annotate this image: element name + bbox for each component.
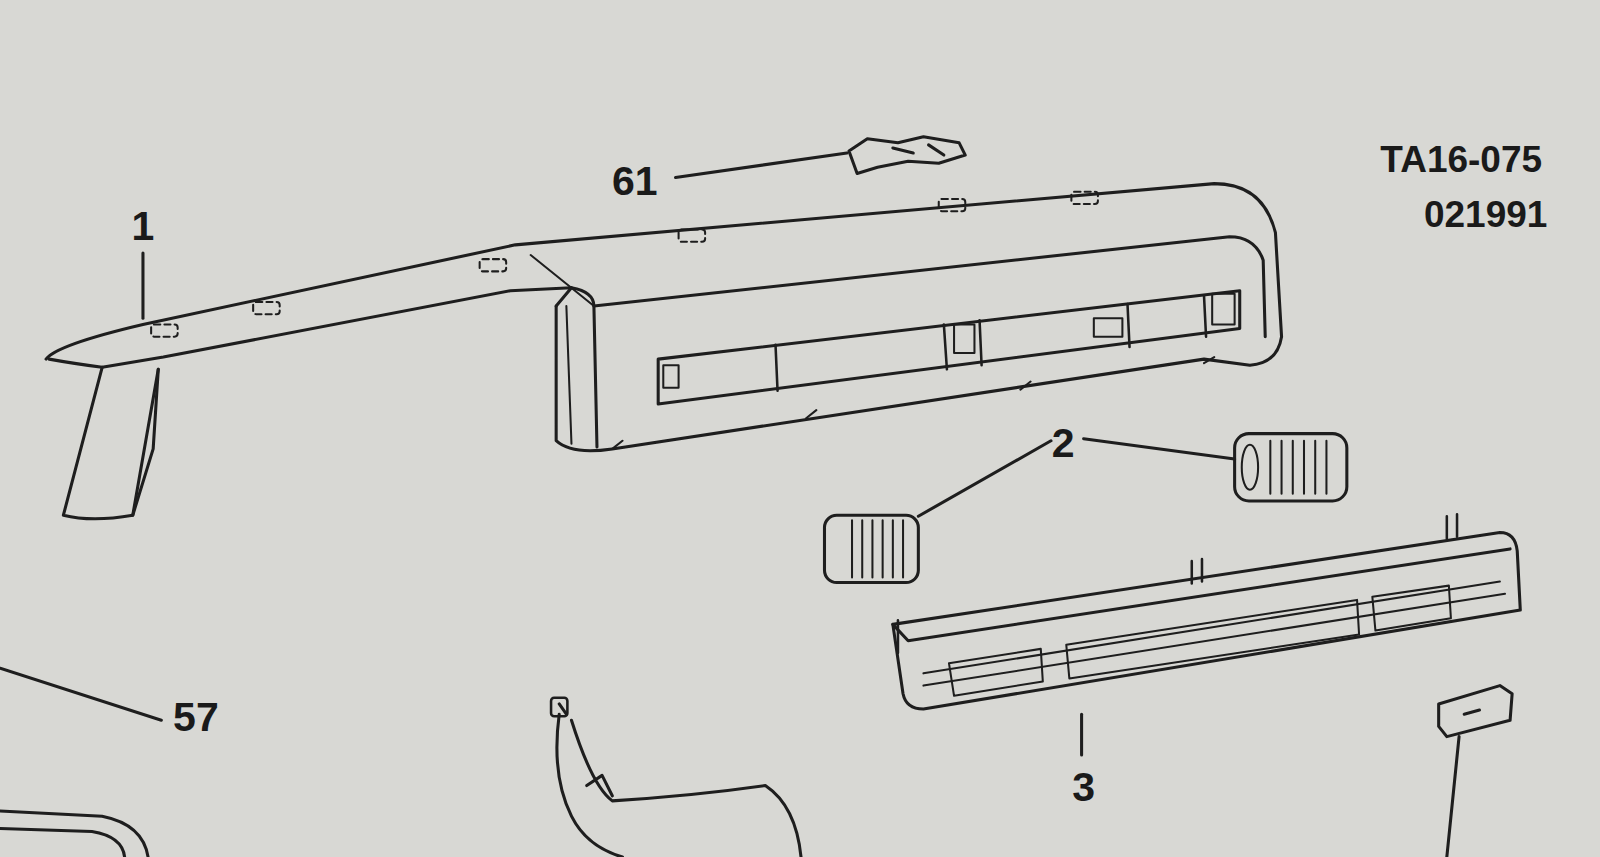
- dash-pad: [46, 184, 1282, 519]
- clip: [1439, 686, 1512, 737]
- leader-line: [1080, 714, 1083, 755]
- callout-number: 2: [1052, 423, 1075, 464]
- callout-number: 3: [1072, 767, 1095, 808]
- leader-line: [1447, 737, 1459, 857]
- leader-line: [141, 253, 144, 318]
- clip: [849, 137, 965, 174]
- leader-line: [676, 153, 847, 177]
- drawing-date: 021991: [1424, 196, 1547, 233]
- leader-line: [0, 668, 161, 720]
- part-fragment: [0, 811, 148, 857]
- callout-number: 57: [173, 697, 219, 738]
- leader-line: [918, 439, 1234, 517]
- wire: [557, 704, 801, 857]
- callout-number: 1: [131, 206, 154, 247]
- drawing-number: TA16-075: [1380, 141, 1542, 178]
- bezel-bar: [893, 514, 1520, 709]
- callout-number: 61: [612, 161, 658, 202]
- bezel: [824, 434, 1346, 583]
